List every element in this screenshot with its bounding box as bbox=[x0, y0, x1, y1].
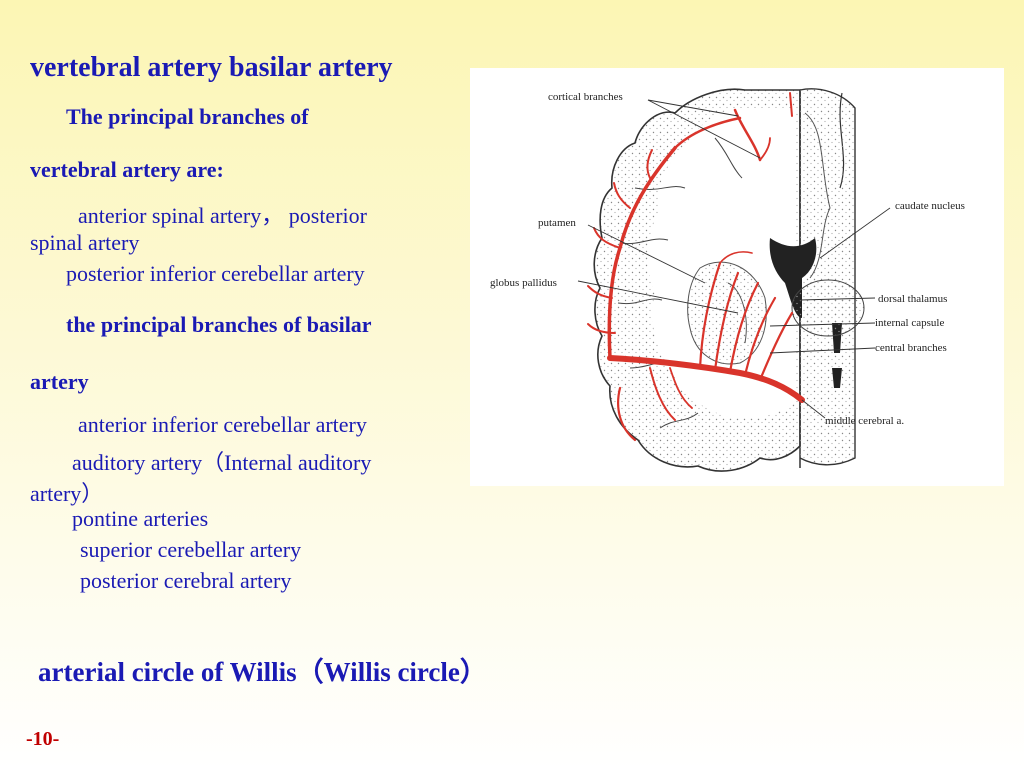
leader-lines bbox=[577, 99, 891, 419]
basilar-intro-line-1: the principal branches of basilar bbox=[66, 312, 372, 337]
willis-circle-heading: arterial circle of Willis（Willis circle） bbox=[38, 657, 487, 687]
vertebral-branch-line-2: posterior inferior cerebellar artery bbox=[66, 261, 365, 286]
page-number: -10- bbox=[26, 728, 60, 750]
basilar-intro-line-2: artery bbox=[30, 369, 89, 394]
label-dorsal-thalamus: dorsal thalamus bbox=[878, 293, 947, 305]
lentiform-nucleus bbox=[687, 261, 767, 365]
label-globus-pallidus: globus pallidus bbox=[490, 277, 557, 289]
artery-network bbox=[587, 92, 805, 442]
basilar-item-cont: artery） bbox=[30, 481, 104, 506]
basilar-item: posterior cerebral artery bbox=[80, 568, 292, 593]
vertebral-branch-line-1-cont: spinal artery bbox=[30, 230, 140, 255]
basilar-item: pontine arteries bbox=[72, 506, 209, 531]
vertebral-branch-line-1: anterior spinal artery， posterior bbox=[78, 203, 367, 228]
lateral-ventricle bbox=[769, 238, 817, 318]
label-internal-capsule: internal capsule bbox=[875, 317, 944, 329]
label-caudate-nucleus: caudate nucleus bbox=[895, 200, 965, 212]
brain-coronal-section-figure: cortical branches caudate nucleus putame… bbox=[470, 68, 1004, 486]
label-central-branches: central branches bbox=[875, 342, 947, 354]
brain-section-illustration: cortical branches caudate nucleus putame… bbox=[490, 88, 965, 472]
label-putamen: putamen bbox=[538, 217, 576, 229]
label-cortical-branches: cortical branches bbox=[548, 91, 623, 103]
vertebral-intro-line-1: The principal branches of bbox=[66, 104, 309, 129]
basilar-item: anterior inferior cerebellar artery bbox=[78, 412, 367, 437]
slide-heading: vertebral artery basilar artery bbox=[30, 52, 393, 83]
label-middle-cerebral-artery: middle cerebral a. bbox=[825, 415, 904, 427]
vertebral-intro-line-2: vertebral artery are: bbox=[30, 157, 224, 182]
basilar-item: superior cerebellar artery bbox=[80, 537, 302, 562]
basilar-item: auditory artery（Internal auditory bbox=[72, 450, 372, 475]
